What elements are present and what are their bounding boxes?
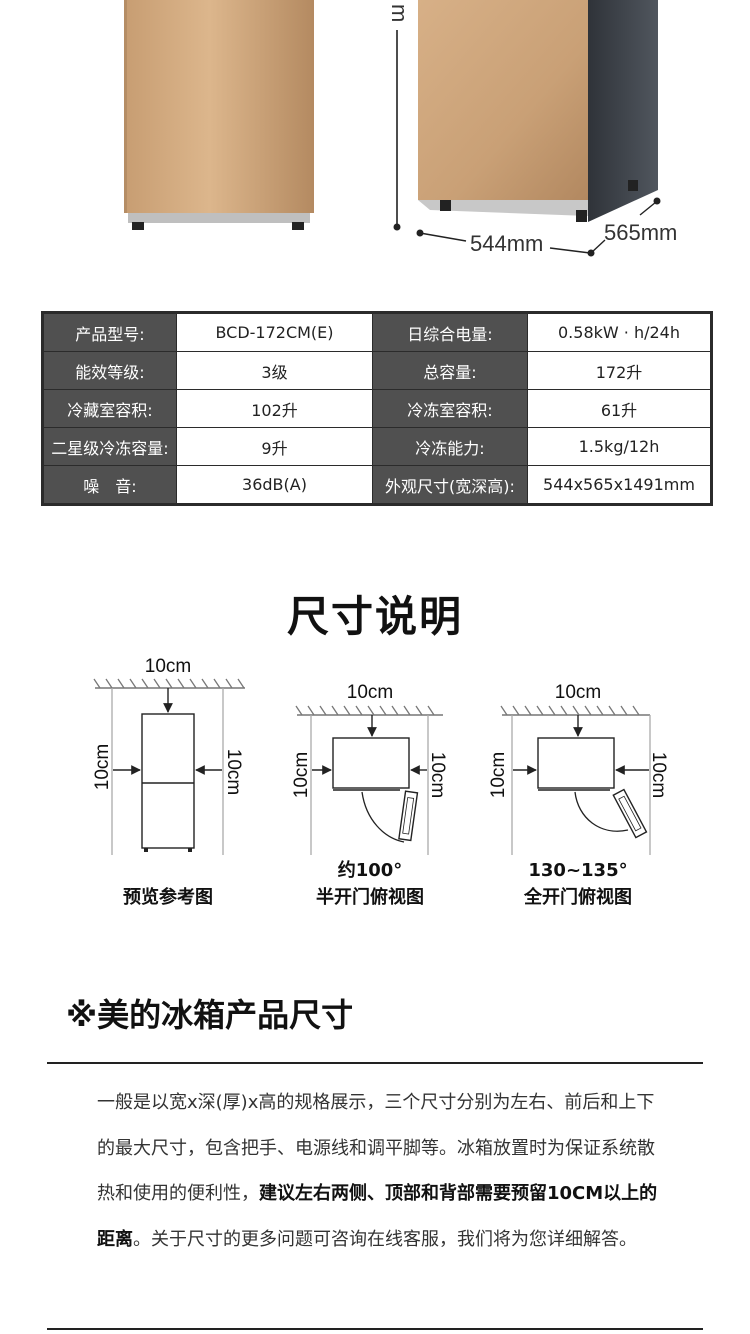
- spec-label: 产品型号:: [42, 312, 177, 352]
- depth-dimension: 565mm: [590, 197, 677, 254]
- note-text: 一般是以宽x深(厚)x高的规格展示，三个尺寸分别为左右、前后和上下的最大尺寸，包…: [97, 1092, 655, 1204]
- right-gap-label: 10cm: [427, 752, 448, 798]
- spec-label: 冷藏室容积:: [42, 389, 177, 428]
- left-gap-label: 10cm: [92, 744, 113, 790]
- half-angle-label: 约100°: [338, 859, 403, 881]
- spec-label: 总容量:: [372, 351, 528, 390]
- spec-value: 9升: [176, 427, 373, 466]
- half-open-diagram: 10cm 10cm 10cm 约100° 半开门俯视图: [291, 682, 448, 908]
- spec-label: 外观尺寸(宽深高):: [372, 465, 528, 505]
- section-title: 尺寸说明: [286, 592, 463, 641]
- spec-table: 产品型号: BCD-172CM(E) 日综合电量: 0.58kW · h/24h…: [41, 311, 713, 506]
- note-text: 。关于尺寸的更多问题可咨询在线客服，我们将为您详细解答。: [133, 1228, 637, 1250]
- spec-label: 冷冻室容积:: [372, 389, 528, 428]
- divider: [47, 1062, 703, 1064]
- product-image: m 544mm 565mm: [0, 0, 750, 290]
- top-gap-label: 10cm: [145, 656, 191, 677]
- spec-value: 3级: [176, 351, 373, 390]
- note-paragraph: 一般是以宽x深(厚)x高的规格展示，三个尺寸分别为左右、前后和上下的最大尺寸，包…: [97, 1080, 667, 1262]
- divider: [47, 1328, 703, 1330]
- table-row: 能效等级: 3级 总容量: 172升: [42, 351, 712, 390]
- fridge-front: [124, 0, 314, 230]
- spec-label: 日综合电量:: [372, 312, 528, 352]
- left-gap-label: 10cm: [488, 752, 509, 798]
- spec-value: 1.5kg/12h: [527, 427, 712, 466]
- dimension-diagrams: 10cm 10cm 10cm 预览参考图 10cm 10cm 10cm 约100: [0, 650, 750, 920]
- full-open-caption: 全开门俯视图: [523, 886, 632, 908]
- width-label: 544mm: [470, 231, 543, 256]
- spec-label: 能效等级:: [42, 351, 177, 390]
- preview-caption: 预览参考图: [123, 886, 213, 908]
- fridge-illustration: m 544mm 565mm: [124, 0, 677, 257]
- right-gap-label: 10cm: [223, 749, 244, 795]
- spec-label: 噪 音:: [42, 465, 177, 505]
- height-dimension: m: [387, 4, 412, 231]
- note-highlight: 建议左右两侧、顶部和背部需要预留10CM以上的距离: [97, 1183, 658, 1250]
- left-gap-label: 10cm: [291, 752, 312, 798]
- spec-value: 61升: [527, 389, 712, 428]
- right-gap-label: 10cm: [648, 752, 669, 798]
- note-title: ※美的冰箱产品尺寸: [66, 996, 354, 1034]
- spec-value: 0.58kW · h/24h: [527, 312, 712, 352]
- top-gap-label: 10cm: [347, 682, 393, 703]
- spec-value: 172升: [527, 351, 712, 390]
- table-row: 噪 音: 36dB(A) 外观尺寸(宽深高): 544x565x1491mm: [42, 465, 712, 505]
- spec-value: 36dB(A): [176, 465, 373, 505]
- spec-label: 冷冻能力:: [372, 427, 528, 466]
- spec-label: 二星级冷冻容量:: [42, 427, 177, 466]
- preview-diagram: 10cm 10cm 10cm 预览参考图: [92, 656, 245, 908]
- table-row: 二星级冷冻容量: 9升 冷冻能力: 1.5kg/12h: [42, 427, 712, 466]
- top-gap-label: 10cm: [555, 682, 601, 703]
- fridge-perspective: [418, 0, 658, 222]
- spec-value: 102升: [176, 389, 373, 428]
- table-row: 产品型号: BCD-172CM(E) 日综合电量: 0.58kW · h/24h: [42, 312, 712, 352]
- full-open-diagram: 10cm 10cm 10cm 130~135° 全开门俯视图: [488, 682, 669, 908]
- depth-label: 565mm: [604, 220, 677, 245]
- spec-value: 544x565x1491mm: [527, 465, 712, 505]
- height-label: m: [387, 4, 412, 22]
- full-angle-label: 130~135°: [528, 860, 627, 881]
- half-open-caption: 半开门俯视图: [316, 886, 424, 908]
- spec-value: BCD-172CM(E): [176, 312, 373, 352]
- width-dimension: 544mm: [416, 229, 595, 257]
- table-row: 冷藏室容积: 102升 冷冻室容积: 61升: [42, 389, 712, 428]
